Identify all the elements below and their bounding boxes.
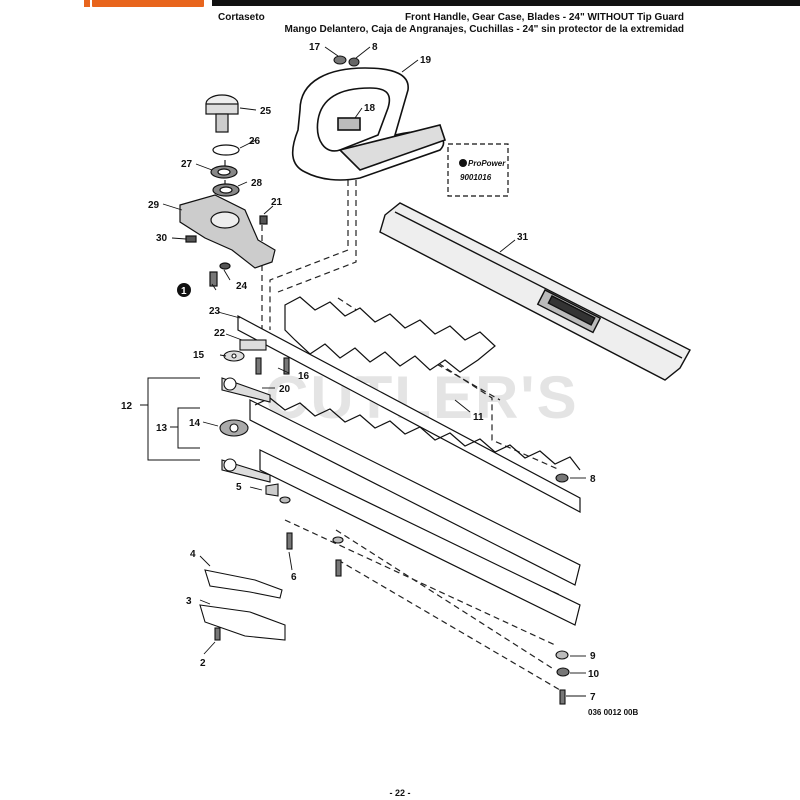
callout-19: 19 <box>420 55 432 66</box>
callout-1: 1 <box>181 286 187 297</box>
callout-22: 22 <box>214 328 226 339</box>
blade-bar <box>237 315 581 513</box>
callout-7: 7 <box>590 692 596 703</box>
callout-29: 29 <box>148 200 160 211</box>
callout-23: 23 <box>209 306 221 317</box>
nut-17 <box>333 55 347 65</box>
small-parts <box>199 339 570 705</box>
page-title-spanish: Mango Delantero, Caja de Angranajes, Cuc… <box>284 24 684 35</box>
page-number: - 22 - <box>389 788 411 798</box>
lower-blades <box>249 397 581 626</box>
callout-12: 12 <box>121 401 133 412</box>
callout-26: 26 <box>249 136 261 147</box>
handle-assembly-lines <box>224 160 561 691</box>
callout-9: 9 <box>590 651 596 662</box>
callout-8-top: 8 <box>372 42 378 53</box>
callout-30: 30 <box>156 233 168 244</box>
callout-18: 18 <box>364 103 376 114</box>
callout-31: 31 <box>517 232 529 243</box>
gear-case-parts <box>179 94 276 287</box>
callout-10: 10 <box>588 669 600 680</box>
callout-17: 17 <box>309 42 321 53</box>
callout-2: 2 <box>200 658 206 669</box>
brand-logo <box>0 0 212 9</box>
callout-24: 24 <box>236 281 248 292</box>
callout-14: 14 <box>189 418 201 429</box>
callout-11: 11 <box>473 412 484 423</box>
header-rule <box>212 0 800 6</box>
callout-4: 4 <box>190 549 196 560</box>
callout-13: 13 <box>156 423 168 434</box>
propower-box: ProPower 9001016 <box>447 143 509 197</box>
upper-blade <box>284 296 496 373</box>
screw-8-top <box>348 57 360 67</box>
propower-part-number: 9001016 <box>460 173 492 182</box>
callout-3: 3 <box>186 596 192 607</box>
callout-20: 20 <box>279 384 291 395</box>
drawing-code: 036 0012 00B <box>588 708 639 717</box>
front-handle <box>291 67 447 181</box>
header-bar <box>0 0 800 9</box>
callout-1-marker <box>177 283 191 297</box>
propower-label: ProPower <box>468 159 506 168</box>
page-subtitle: Cortaseto <box>218 12 265 23</box>
callout-28: 28 <box>251 178 263 189</box>
callout-25: 25 <box>260 106 272 117</box>
callout-16: 16 <box>298 371 310 382</box>
callout-brackets <box>140 377 200 461</box>
page-title-english: Front Handle, Gear Case, Blades - 24" WI… <box>404 12 684 23</box>
leader-lines <box>162 46 586 697</box>
callout-15: 15 <box>193 350 205 361</box>
callout-21: 21 <box>271 197 283 208</box>
callout-6: 6 <box>291 572 297 583</box>
callout-8-right: 8 <box>590 474 596 485</box>
callout-5: 5 <box>236 482 242 493</box>
blade-cover <box>379 202 691 381</box>
callout-27: 27 <box>181 159 193 170</box>
